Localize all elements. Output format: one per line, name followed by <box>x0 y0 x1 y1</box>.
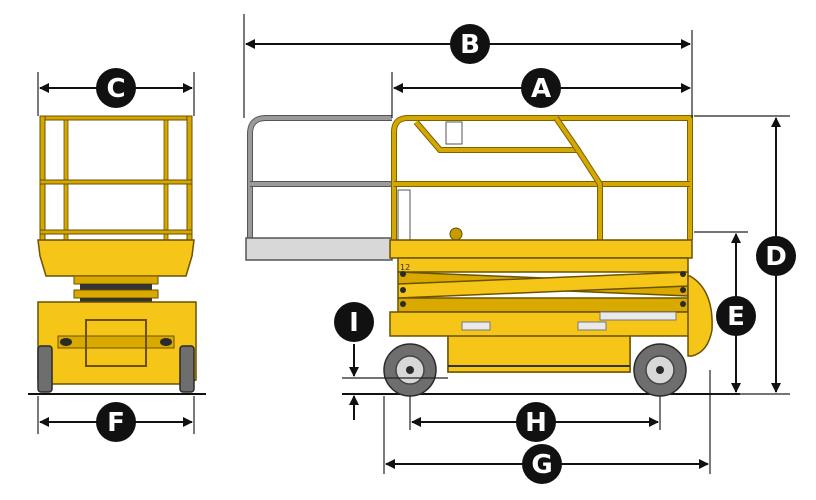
svg-text:I: I <box>349 308 359 338</box>
svg-text:B: B <box>460 30 480 60</box>
dimension-e-badge: E <box>716 296 756 336</box>
front-view: C F <box>28 68 206 442</box>
side-view: 12 B <box>243 14 796 484</box>
svg-text:D: D <box>765 242 787 272</box>
svg-text:E: E <box>727 302 745 332</box>
dimension-d-badge: D <box>756 236 796 276</box>
dimension-i-badge: I <box>334 302 374 342</box>
front-right-wheel <box>179 345 195 393</box>
side-platform <box>389 239 693 259</box>
front-scissor-stack <box>73 275 159 302</box>
svg-text:C: C <box>106 74 125 104</box>
side-guardrail <box>391 115 693 241</box>
side-front-wheel <box>633 343 687 397</box>
dimension-a-badge: A <box>521 68 561 108</box>
dimension-b-badge: B <box>450 24 490 64</box>
front-guardrail <box>39 115 193 243</box>
svg-text:H: H <box>525 408 547 438</box>
dimension-c-badge: C <box>96 68 136 108</box>
rear-bumper <box>687 275 713 357</box>
svg-text:G: G <box>531 450 552 480</box>
extension-deck <box>245 115 411 261</box>
dimension-g-badge: G <box>522 444 562 484</box>
svg-text:A: A <box>531 74 551 104</box>
front-left-wheel <box>37 345 53 393</box>
side-rear-wheel <box>383 343 437 397</box>
front-platform <box>37 239 195 277</box>
side-scissor-arms: 12 <box>397 257 689 313</box>
dimension-h-badge: H <box>516 402 556 442</box>
svg-text:F: F <box>107 408 125 438</box>
platform-number-label: 12 <box>400 263 410 272</box>
dimension-f-badge: F <box>96 402 136 442</box>
